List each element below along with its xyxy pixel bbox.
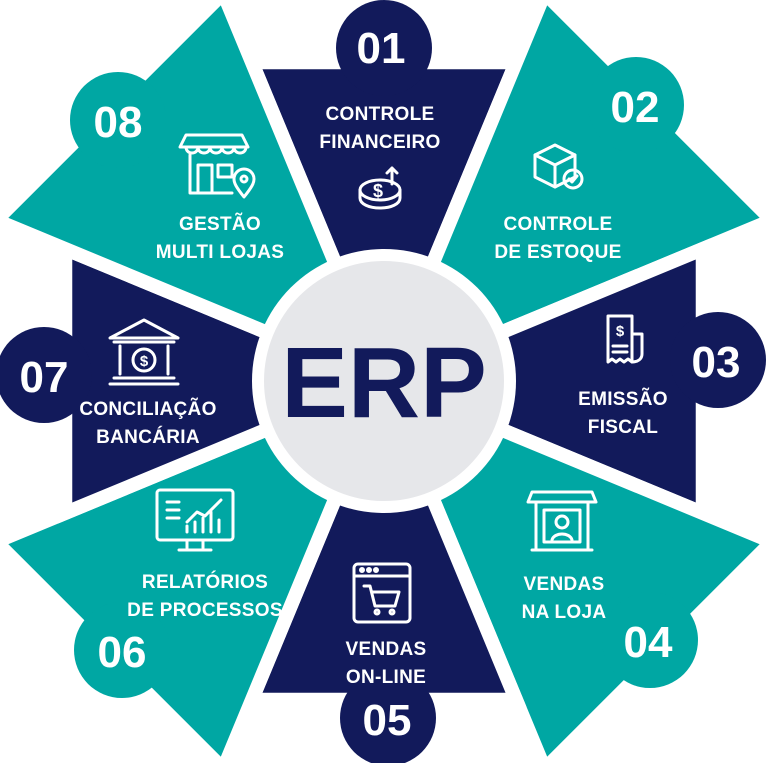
segment-number: 05: [363, 696, 412, 745]
coin-dollar-up-icon: $: [358, 166, 402, 210]
svg-text:$: $: [373, 181, 383, 201]
segment-label-line1: GESTÃO: [179, 213, 261, 235]
number-bump: [602, 592, 698, 688]
svg-text:$: $: [140, 353, 149, 370]
store-seller-icon: [526, 490, 598, 552]
segment-number: 07: [20, 353, 69, 402]
segment-number: 06: [98, 628, 147, 677]
receipt-icon: $: [606, 314, 644, 364]
number-bump: [588, 57, 684, 153]
number-bump: [336, 0, 432, 96]
number-bump: [340, 670, 436, 763]
monitor-chart-icon: [155, 488, 235, 552]
segment-label-line1: CONTROLE: [325, 104, 434, 125]
segment-number: 03: [692, 338, 741, 387]
segment-label-line1: VENDAS: [524, 574, 605, 595]
number-bump: [74, 602, 170, 698]
segment-number: 01: [357, 24, 406, 73]
segment-number: 08: [94, 98, 143, 147]
number-bump: [0, 327, 92, 423]
center-title: ERP: [281, 327, 487, 439]
box-check-icon: [533, 143, 584, 190]
segment-label-line2: FINANCEIRO: [319, 132, 440, 153]
segment-label-line2: DE ESTOQUE: [494, 242, 621, 263]
bank-icon: $: [108, 318, 180, 386]
center-circle: [264, 261, 504, 501]
segment-label-line2: FISCAL: [588, 417, 658, 438]
segment-label-line2: NA LOJA: [522, 602, 607, 623]
segment-label-line1: CONCILIAÇÃO: [79, 398, 216, 420]
segment-label-line1: RELATÓRIOS: [142, 571, 268, 593]
segment-number: 02: [611, 83, 660, 132]
svg-text:$: $: [616, 323, 625, 340]
segment-label-line2: ON-LINE: [346, 667, 426, 688]
segment-05: 05 VENDAS ON-LINE: [241, 362, 527, 763]
number-bump: [670, 312, 766, 408]
segment-label-line1: EMISSÃO: [578, 388, 668, 410]
segment-number: 04: [624, 618, 673, 667]
segment-label-line1: VENDAS: [346, 639, 427, 660]
segment-label-line1: CONTROLE: [503, 214, 612, 235]
segment-label-line2: MULTI LOJAS: [156, 242, 285, 263]
browser-cart-icon: [352, 562, 412, 624]
store-location-icon: [178, 133, 256, 199]
number-bump: [70, 72, 166, 168]
segment-label-line2: DE PROCESSOS: [127, 600, 283, 621]
segment-label-line2: BANCÁRIA: [96, 426, 200, 448]
